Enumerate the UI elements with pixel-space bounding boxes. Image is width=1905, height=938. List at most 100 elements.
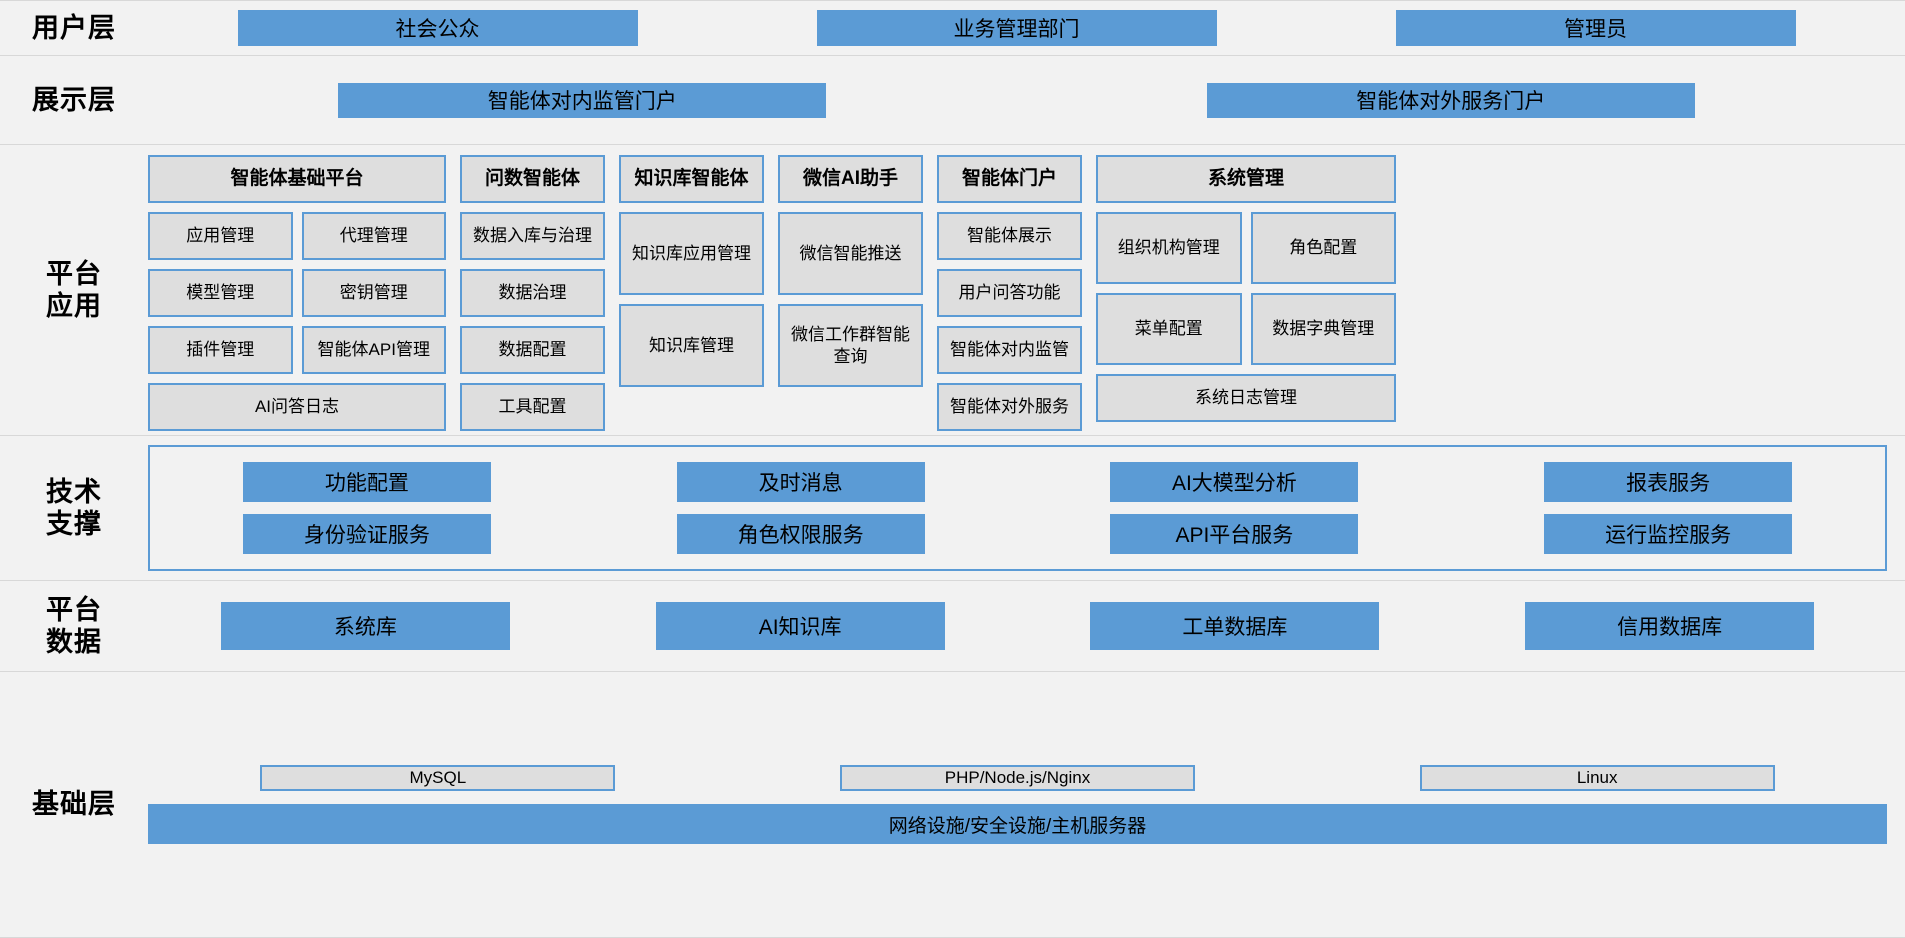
app-item-data-configuration[interactable]: 数据配置	[460, 326, 605, 374]
app-column-system-management: 系统管理 组织机构管理 角色配置 菜单配置 数据字典管理 系统日志管理	[1096, 155, 1396, 422]
app-item-agent-internal-supervision[interactable]: 智能体对内监管	[937, 326, 1082, 374]
app-row: 模型管理 密钥管理	[148, 269, 446, 317]
user-slot: 管理员	[1306, 10, 1885, 46]
tech-row: 身份验证服务 角色权限服务 API平台服务 运行监控服务	[150, 514, 1885, 554]
layer-infrastructure: 基础层 MySQL PHP/Node.js/Nginx Linux 网络设施/安…	[0, 672, 1905, 938]
app-item-ai-qa-log[interactable]: AI问答日志	[148, 383, 446, 431]
app-row: AI问答日志	[148, 383, 446, 431]
tech-item-function-config[interactable]: 功能配置	[242, 462, 491, 502]
app-item-role-configuration[interactable]: 角色配置	[1250, 212, 1396, 284]
data-item-credit-db[interactable]: 信用数据库	[1525, 602, 1815, 650]
app-row: 组织机构管理 角色配置	[1096, 212, 1396, 284]
app-row: 智能体对内监管	[937, 326, 1082, 374]
data-item-ai-knowledge-db[interactable]: AI知识库	[655, 602, 945, 650]
layer-platform-apps-label-line2: 应用	[46, 291, 102, 321]
app-row: 应用管理 代理管理	[148, 212, 446, 260]
app-item-data-dictionary-management[interactable]: 数据字典管理	[1250, 293, 1396, 365]
app-row: 插件管理 智能体API管理	[148, 326, 446, 374]
app-item-agent-management[interactable]: 代理管理	[301, 212, 446, 260]
app-column-title[interactable]: 智能体门户	[937, 155, 1082, 203]
app-column-title[interactable]: 智能体基础平台	[148, 155, 446, 203]
app-row: 菜单配置 数据字典管理	[1096, 293, 1396, 365]
user-box-admin[interactable]: 管理员	[1395, 10, 1796, 46]
data-slot: AI知识库	[583, 602, 1018, 650]
base-item-network-security-host-server[interactable]: 网络设施/安全设施/主机服务器	[148, 804, 1887, 844]
tech-slot: 身份验证服务	[150, 514, 584, 554]
app-item-wechat-group-smart-query[interactable]: 微信工作群智能查询	[778, 304, 923, 387]
app-column-title[interactable]: 微信AI助手	[778, 155, 923, 203]
tech-support-frame: 功能配置 及时消息 AI大模型分析 报表服务 身份验证服务	[148, 445, 1887, 571]
app-item-org-structure-management[interactable]: 组织机构管理	[1096, 212, 1242, 284]
presentation-slot: 智能体对外服务门户	[1017, 82, 1886, 118]
layer-user-label: 用户层	[0, 1, 148, 55]
app-row: 数据配置	[460, 326, 605, 374]
layer-user: 用户层 社会公众 业务管理部门 管理员	[0, 0, 1905, 56]
app-item-agent-api-management[interactable]: 智能体API管理	[301, 326, 446, 374]
tech-item-ai-llm-analysis[interactable]: AI大模型分析	[1110, 462, 1359, 502]
app-item-kb-application-management[interactable]: 知识库应用管理	[619, 212, 764, 295]
tech-slot: AI大模型分析	[1018, 462, 1452, 502]
app-item-data-ingest-governance[interactable]: 数据入库与治理	[460, 212, 605, 260]
layer-presentation-label: 展示层	[0, 56, 148, 144]
portal-external-service[interactable]: 智能体对外服务门户	[1206, 82, 1695, 118]
app-row: 智能体展示	[937, 212, 1082, 260]
base-slot: Linux	[1307, 765, 1887, 791]
app-column-title[interactable]: 知识库智能体	[619, 155, 764, 203]
app-item-key-management[interactable]: 密钥管理	[301, 269, 446, 317]
presentation-slot: 智能体对内监管门户	[148, 82, 1017, 118]
data-slot: 系统库	[148, 602, 583, 650]
base-item-mysql[interactable]: MySQL	[260, 765, 616, 791]
layer-platform-data-label: 平台 数据	[0, 581, 148, 671]
app-item-menu-configuration[interactable]: 菜单配置	[1096, 293, 1242, 365]
layer-user-body: 社会公众 业务管理部门 管理员	[148, 1, 1905, 55]
app-item-kb-management[interactable]: 知识库管理	[619, 304, 764, 387]
data-item-work-order-db[interactable]: 工单数据库	[1090, 602, 1380, 650]
layer-platform-apps-body: 智能体基础平台 应用管理 代理管理 模型管理 密钥管理 插件管理 智能体API管…	[148, 145, 1905, 435]
app-item-agent-external-service[interactable]: 智能体对外服务	[937, 383, 1082, 431]
app-column-agent-base-platform: 智能体基础平台 应用管理 代理管理 模型管理 密钥管理 插件管理 智能体API管…	[148, 155, 446, 431]
user-box-business-dept[interactable]: 业务管理部门	[816, 10, 1217, 46]
app-item-wechat-smart-push[interactable]: 微信智能推送	[778, 212, 923, 295]
user-box-public[interactable]: 社会公众	[237, 10, 638, 46]
base-item-php-node-nginx[interactable]: PHP/Node.js/Nginx	[840, 765, 1195, 791]
base-slot: MySQL	[148, 765, 728, 791]
data-item-system-db[interactable]: 系统库	[220, 602, 510, 650]
tech-item-api-platform-service[interactable]: API平台服务	[1110, 514, 1359, 554]
tech-slot: 及时消息	[584, 462, 1018, 502]
app-item-plugin-management[interactable]: 插件管理	[148, 326, 293, 374]
app-item-tool-configuration[interactable]: 工具配置	[460, 383, 605, 431]
app-item-application-management[interactable]: 应用管理	[148, 212, 293, 260]
app-row: 知识库应用管理	[619, 212, 764, 295]
app-column-wechat-ai-assistant: 微信AI助手 微信智能推送 微信工作群智能查询	[778, 155, 923, 387]
app-row: 系统日志管理	[1096, 374, 1396, 422]
app-row: 工具配置	[460, 383, 605, 431]
tech-item-role-permission-service[interactable]: 角色权限服务	[676, 514, 925, 554]
app-item-user-qa-function[interactable]: 用户问答功能	[937, 269, 1082, 317]
layer-platform-apps-label: 平台 应用	[0, 145, 148, 435]
app-column-knowledge-base-agent: 知识库智能体 知识库应用管理 知识库管理	[619, 155, 764, 387]
layer-presentation-label-text: 展示层	[32, 84, 116, 115]
app-row: 数据入库与治理	[460, 212, 605, 260]
app-item-model-management[interactable]: 模型管理	[148, 269, 293, 317]
tech-item-report-service[interactable]: 报表服务	[1544, 462, 1793, 502]
tech-item-instant-message[interactable]: 及时消息	[676, 462, 925, 502]
app-item-system-log-management[interactable]: 系统日志管理	[1096, 374, 1396, 422]
app-item-data-governance[interactable]: 数据治理	[460, 269, 605, 317]
layer-platform-data-label-line1: 平台	[46, 594, 102, 625]
base-item-linux[interactable]: Linux	[1419, 765, 1775, 791]
app-column-title[interactable]: 系统管理	[1096, 155, 1396, 203]
tech-slot: 报表服务	[1451, 462, 1885, 502]
layer-infrastructure-label: 基础层	[0, 672, 148, 937]
app-column-title[interactable]: 问数智能体	[460, 155, 605, 203]
layer-presentation-body: 智能体对内监管门户 智能体对外服务门户	[148, 56, 1905, 144]
data-slot: 工单数据库	[1018, 602, 1453, 650]
tech-item-identity-auth-service[interactable]: 身份验证服务	[242, 514, 491, 554]
base-infra-row: 网络设施/安全设施/主机服务器	[148, 804, 1887, 844]
layer-tech-support-label: 技术 支撑	[0, 436, 148, 580]
app-item-agent-display[interactable]: 智能体展示	[937, 212, 1082, 260]
portal-internal-supervision[interactable]: 智能体对内监管门户	[338, 82, 827, 118]
layer-platform-data-body: 系统库 AI知识库 工单数据库 信用数据库	[148, 581, 1905, 671]
base-slot: PHP/Node.js/Nginx	[728, 765, 1308, 791]
tech-item-runtime-monitoring-service[interactable]: 运行监控服务	[1544, 514, 1793, 554]
